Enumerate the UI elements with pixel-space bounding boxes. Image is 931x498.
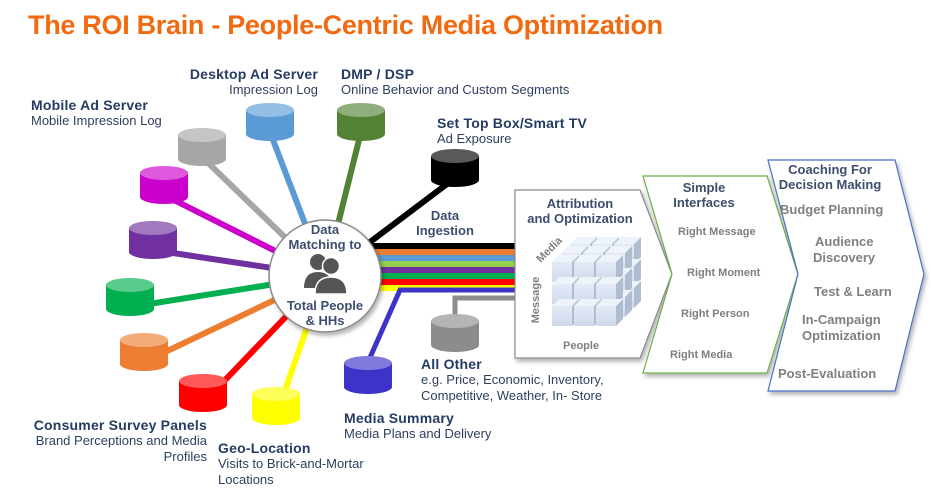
stripe xyxy=(365,243,517,249)
label-heading: Mobile Ad Server xyxy=(31,97,162,113)
label-sub: Profiles xyxy=(10,449,207,465)
label-sub: e.g. Price, Economic, Inventory, xyxy=(421,372,604,388)
cylinder-top xyxy=(120,333,168,347)
data-ingestion-label: Data Ingestion xyxy=(410,208,480,238)
hub-line: & HHs xyxy=(275,313,375,328)
database-icon-geo-location xyxy=(252,387,300,425)
data-ingestion-stripes xyxy=(365,243,517,291)
label-heading: Geo-Location xyxy=(218,440,364,456)
label-sub: Competitive, Weather, In- Store xyxy=(421,388,604,404)
database-icon-orange-source xyxy=(120,333,168,371)
interfaces-title-line: Interfaces xyxy=(664,195,744,210)
cylinder-top xyxy=(129,221,177,235)
database-icon-mobile-ad-server xyxy=(178,128,226,166)
stripe xyxy=(365,273,517,279)
label-set-top-box: Set Top Box/Smart TV Ad Exposure xyxy=(437,115,587,147)
coaching-item-test-learn: Test & Learn xyxy=(814,284,892,299)
hub-text-top: Data Matching to xyxy=(275,222,375,252)
stripe xyxy=(365,255,517,261)
stripe xyxy=(365,279,517,285)
database-icon-consumer-survey-panels xyxy=(179,374,227,412)
attribution-title: Attribution and Optimization xyxy=(520,196,640,226)
coaching-item-optimization: Optimization xyxy=(802,328,881,343)
label-heading: Consumer Survey Panels xyxy=(10,417,207,433)
label-sub: Locations xyxy=(218,472,364,488)
label-media-summary: Media Summary Media Plans and Delivery xyxy=(344,410,491,442)
interface-item: Right Moment xyxy=(687,267,760,279)
label-sub: Brand Perceptions and Media xyxy=(10,433,207,449)
database-icon-dmp-dsp xyxy=(337,103,385,141)
database-icon-all-other xyxy=(431,314,479,352)
cylinder-top xyxy=(246,103,294,117)
label-geo-location: Geo-Location Visits to Brick-and-Mortar … xyxy=(218,440,364,488)
cylinder-top xyxy=(431,149,479,163)
label-sub: Media Plans and Delivery xyxy=(344,426,491,442)
interface-item: Right Person xyxy=(681,308,749,320)
cylinder-top xyxy=(178,128,226,142)
interface-item: Right Message xyxy=(678,226,756,238)
hub-text-bottom: Total People & HHs xyxy=(275,298,375,328)
label-heading: DMP / DSP xyxy=(341,66,569,82)
ingestion-line: Ingestion xyxy=(410,223,480,238)
label-sub: Mobile Impression Log xyxy=(31,113,162,129)
label-sub: Ad Exposure xyxy=(437,131,587,147)
coaching-item-in-campaign: In-Campaign xyxy=(802,312,881,327)
label-sub: Visits to Brick-and-Mortar xyxy=(218,456,364,472)
coaching-item-post-evaluation: Post-Evaluation xyxy=(778,366,876,381)
label-all-other: All Other e.g. Price, Economic, Inventor… xyxy=(421,356,604,404)
hub-line: Data xyxy=(275,222,375,237)
label-dmp-dsp: DMP / DSP Online Behavior and Custom Seg… xyxy=(341,66,569,98)
label-heading: Set Top Box/Smart TV xyxy=(437,115,587,131)
cylinder-top xyxy=(431,314,479,328)
coaching-title-line: Decision Making xyxy=(775,177,885,192)
database-icon-purple-source xyxy=(129,221,177,259)
cylinder-top xyxy=(106,278,154,292)
label-heading: Desktop Ad Server xyxy=(172,66,318,82)
database-icon-magenta-source xyxy=(140,166,188,204)
interfaces-title-line: Simple xyxy=(664,180,744,195)
label-mobile-ad-server: Mobile Ad Server Mobile Impression Log xyxy=(31,97,162,129)
cube-front xyxy=(574,306,594,326)
ingestion-line: Data xyxy=(410,208,480,223)
cube-front xyxy=(596,306,616,326)
coaching-title-line: Coaching For xyxy=(775,162,885,177)
cube-grid xyxy=(552,237,641,326)
coaching-title: Coaching For Decision Making xyxy=(775,162,885,192)
cylinder-top xyxy=(337,103,385,117)
axis-people-label: People xyxy=(563,340,599,352)
stripe xyxy=(365,267,517,273)
database-icon-media-summary xyxy=(344,356,392,394)
hub-line: Matching to xyxy=(275,237,375,252)
cube-cell xyxy=(596,299,623,326)
cylinder-top xyxy=(140,166,188,180)
coaching-item-budget-planning: Budget Planning xyxy=(780,202,883,217)
interfaces-title: Simple Interfaces xyxy=(664,180,744,210)
stripe xyxy=(365,261,517,267)
database-icon-green-source xyxy=(106,278,154,316)
hub-line: Total People xyxy=(275,298,375,313)
cylinder-top xyxy=(252,387,300,401)
attribution-title-line: and Optimization xyxy=(520,211,640,226)
label-desktop-ad-server: Desktop Ad Server Impression Log xyxy=(172,66,318,98)
cylinder-top xyxy=(344,356,392,370)
cylinder-top xyxy=(179,374,227,388)
label-sub: Impression Log xyxy=(172,82,318,98)
label-heading: All Other xyxy=(421,356,604,372)
axis-message-label: Message xyxy=(530,277,542,323)
label-sub: Online Behavior and Custom Segments xyxy=(341,82,569,98)
database-icon-set-top-box xyxy=(431,149,479,187)
label-consumer-survey-panels: Consumer Survey Panels Brand Perceptions… xyxy=(10,417,207,465)
coaching-item-audience: Audience xyxy=(815,234,874,249)
cube-front xyxy=(552,306,572,326)
coaching-item-discovery: Discovery xyxy=(813,250,875,265)
label-heading: Media Summary xyxy=(344,410,491,426)
attribution-title-line: Attribution xyxy=(520,196,640,211)
stripe xyxy=(365,249,517,255)
interface-item: Right Media xyxy=(670,349,732,361)
database-icon-desktop-ad-server xyxy=(246,103,294,141)
